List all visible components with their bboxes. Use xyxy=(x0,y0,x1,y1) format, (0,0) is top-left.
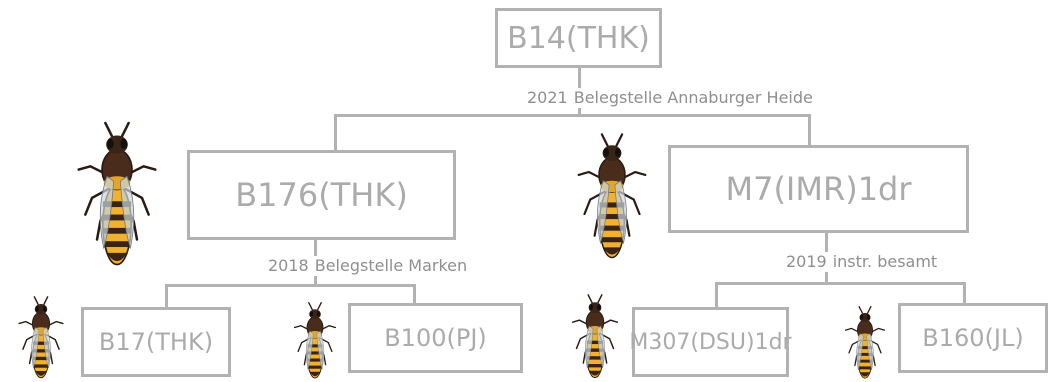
drone-bee-icon xyxy=(577,133,647,259)
pedigree-root-box: B14(THK) xyxy=(495,8,662,68)
grandparent-box-b160: B160(JL) xyxy=(898,303,1048,373)
worker-bee-icon xyxy=(844,305,886,379)
sire-mating-place: instr. besamt xyxy=(832,252,938,271)
queen-bee-icon xyxy=(77,121,157,266)
worker-bee-icon xyxy=(293,301,337,379)
grandparent-name: B17(THK) xyxy=(98,328,214,356)
root-mating-label: 2021 Belegstelle Annaburger Heide xyxy=(525,88,815,108)
connector-b17-up xyxy=(165,284,168,308)
dam-mating-label: 2018 Belegstelle Marken xyxy=(266,256,470,276)
sire-mating-label: 2019 instr. besamt xyxy=(784,252,940,272)
queen-bee-icon xyxy=(18,296,64,379)
root-mating-place: Belegstelle Annaburger Heide xyxy=(573,88,813,107)
connector-b100-up xyxy=(413,284,416,304)
connector-right-up xyxy=(808,114,811,146)
connector-b160-up xyxy=(963,282,966,304)
dam-mating-year: 2018 xyxy=(268,256,309,275)
queen-bee-icon xyxy=(571,294,619,379)
grandparent-name: B160(JL) xyxy=(922,324,1024,352)
grandparent-box-b17: B17(THK) xyxy=(81,307,231,377)
connector-left-horizontal xyxy=(165,284,416,287)
grandparent-box-b100: B100(PJ) xyxy=(348,303,523,373)
grandparent-box-m307: M307(DSU)1dr xyxy=(629,307,792,377)
root-name: B14(THK) xyxy=(507,20,650,56)
dam-mating-place: Belegstelle Marken xyxy=(314,256,468,275)
sire-mating-year: 2019 xyxy=(786,252,827,271)
grandparent-name: M307(DSU)1dr xyxy=(629,329,792,355)
connector-parents-horizontal xyxy=(334,114,811,117)
connector-left-up xyxy=(334,114,337,152)
grandparent-name: B100(PJ) xyxy=(384,324,487,352)
connector-m307-up xyxy=(715,282,718,308)
sire-box: M7(IMR)1dr xyxy=(668,145,969,233)
dam-name: B176(THK) xyxy=(235,176,408,214)
dam-box: B176(THK) xyxy=(187,150,456,240)
connector-right-horizontal xyxy=(715,282,966,285)
sire-name: M7(IMR)1dr xyxy=(725,170,912,208)
root-mating-year: 2021 xyxy=(527,88,568,107)
